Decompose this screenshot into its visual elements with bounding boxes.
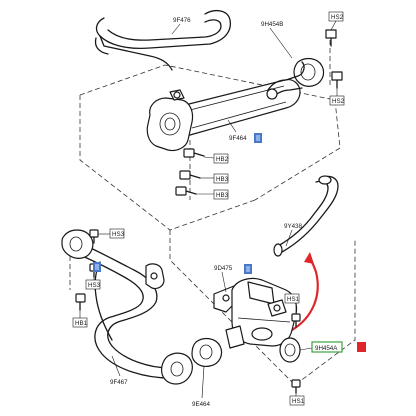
svg-text:9F467: 9F467: [110, 379, 128, 386]
label-9y438: 9Y438: [284, 223, 302, 230]
svg-text:HS3: HS3: [88, 282, 101, 289]
label-hb1: HB1: [72, 317, 88, 328]
label-9h454a: 9H454A: [311, 341, 343, 353]
bolt-hs3-a: [89, 229, 99, 244]
lower-gasket-9e464: [191, 337, 223, 367]
bolt-hs2-mid: [331, 71, 343, 89]
lower-pipe-9f467: [61, 229, 193, 385]
label-hs1-a: HS1: [284, 293, 300, 304]
svg-text:HS1: HS1: [292, 398, 305, 405]
label-hb2: HB2: [213, 153, 229, 164]
svg-text:HS2: HS2: [331, 14, 344, 21]
egr-tube-9y438: [273, 175, 339, 257]
svg-text:HB3: HB3: [216, 192, 229, 199]
bolt-hb2: [183, 148, 205, 158]
label-hs3-a: HS3: [109, 228, 125, 239]
svg-text:9D475: 9D475: [214, 265, 233, 272]
label-9f476: 9F476: [173, 17, 191, 24]
label-9e464: 9E464: [192, 401, 210, 408]
upper-gasket-9h454b: [293, 57, 325, 87]
leader-lines: [79, 20, 338, 399]
bolt-hb3-b: [175, 186, 197, 196]
label-hs1-b: HS1: [289, 395, 305, 406]
label-hs2-mid: HS2: [329, 95, 345, 106]
svg-text:HB2: HB2: [216, 156, 229, 163]
svg-text:9Y438: 9Y438: [284, 223, 302, 230]
label-9f464: 9F464: [229, 135, 247, 142]
label-hs2-top: HS2: [328, 11, 344, 22]
label-9h454b: 9H454B: [261, 21, 283, 28]
label-9d475: 9D475: [214, 265, 233, 272]
label-hs3-b: HS3: [85, 279, 101, 290]
blue-marker-cooler: [254, 133, 262, 143]
svg-text:9E464: 9E464: [192, 401, 210, 408]
egr-valve: [225, 277, 301, 363]
svg-text:HS2: HS2: [332, 98, 345, 105]
svg-text:9F476: 9F476: [173, 17, 191, 24]
red-direction-arrow: [291, 252, 319, 331]
egr-cooler-9f464: [146, 61, 305, 152]
bolt-hb3-a: [179, 170, 201, 180]
upper-pipe-9f476: [94, 9, 232, 71]
svg-text:9H454A: 9H454A: [315, 345, 338, 352]
svg-text:9F464: 9F464: [229, 135, 247, 142]
bolt-hs1-b: [291, 379, 301, 394]
svg-text:HB3: HB3: [216, 176, 229, 183]
svg-text:HB1: HB1: [75, 320, 88, 327]
svg-text:HS3: HS3: [112, 231, 125, 238]
assembly-guide-lines: [69, 40, 356, 386]
label-hb3-b: HB3: [213, 189, 229, 200]
svg-text:HS1: HS1: [287, 296, 300, 303]
bolt-hs2-top: [325, 29, 337, 47]
blue-marker-bracket: [244, 264, 252, 274]
label-9f467: 9F467: [110, 379, 128, 386]
red-marker-valve-gasket: [357, 342, 366, 352]
svg-text:9H454B: 9H454B: [261, 21, 283, 28]
blue-marker-hs3: [93, 262, 101, 272]
bolt-hb1: [75, 293, 86, 311]
label-hb3-a: HB3: [213, 173, 229, 184]
